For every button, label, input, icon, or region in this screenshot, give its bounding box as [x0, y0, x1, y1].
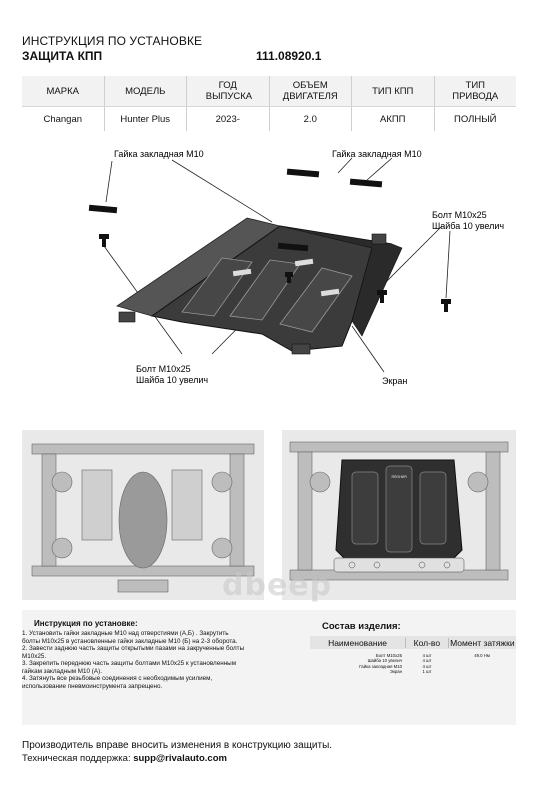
stamped-window	[279, 267, 353, 333]
composition-torque: 49.0 Нм	[474, 653, 490, 659]
instructions-title: Инструкция по установке:	[34, 619, 138, 628]
spec-cell: ПОЛНЫЙ	[454, 113, 497, 125]
spec-header-cell: ОБЪЕМ ДВИГАТЕЛЯ	[270, 76, 352, 106]
instruction-line: 3. Закрепить переднюю часть защиты болта…	[22, 660, 237, 667]
composition-name: Гайка закладная М10	[359, 663, 402, 669]
plate-slot	[294, 258, 314, 267]
composition-name: Болт М10х25	[375, 653, 402, 659]
bolt	[285, 272, 293, 283]
composition-header: Наименование Кол-во Момент затяжки	[310, 636, 516, 649]
plate-slot	[232, 268, 252, 277]
photo-before	[22, 430, 264, 600]
label-nut-left: Гайка закладная М10	[114, 149, 204, 159]
composition-name: Экран	[389, 669, 402, 675]
bolt	[99, 234, 109, 247]
spec-cell: Changan	[22, 107, 105, 131]
label-nut-right: Гайка закладная М10	[332, 149, 422, 159]
composition-qty: 4 шт	[422, 653, 432, 659]
bolt	[377, 290, 387, 303]
composition-name: Шайба 10 увелич	[367, 658, 402, 664]
mount-tab	[291, 343, 311, 355]
plate-logo: ЯПОНИЯ	[391, 475, 407, 479]
composition-row: Шайба 10 увелич 4 шт	[310, 658, 516, 663]
composition-row: Болт М10х25 4 шт 49.0 Нм	[310, 653, 516, 658]
label-bolt-right-1: Болт М10х25	[432, 210, 487, 220]
label-bolt-right-2: Шайба 10 увелич	[432, 221, 504, 231]
product-name: ЗАЩИТА КПП	[22, 49, 103, 63]
composition-header-cell: Момент затяжки	[447, 637, 516, 648]
spec-table: МАРКА МОДЕЛЬ ГОД ВЫПУСКА ОБЪЕМ ДВИГАТЕЛЯ…	[22, 76, 516, 131]
stamped-window	[419, 471, 447, 545]
nut-insert	[277, 242, 309, 252]
label-bolt-left-2: Шайба 10 увелич	[136, 375, 208, 385]
composition-row: Экран 1 шт	[310, 669, 516, 674]
part-number: 111.08920.1	[256, 49, 322, 63]
installation-photos: ЯПОНИЯ dbeep	[22, 430, 516, 603]
instruction-line: гайкам закладным М10 (А).	[22, 667, 102, 675]
stamped-window	[351, 471, 379, 545]
exploded-diagram: Гайка закладная М10 Гайка закладная М10 …	[88, 149, 504, 386]
composition-header-cell: Наименование	[328, 637, 387, 648]
instructions-list: 1. Установить гайки закладные М10 над от…	[22, 630, 292, 690]
footer-notice: Производитель вправе вносить изменения в…	[22, 740, 333, 751]
bolt	[441, 299, 451, 312]
spec-cell: Hunter Plus	[105, 107, 187, 131]
stamped-window	[385, 465, 413, 553]
composition-qty: 4 шт	[422, 658, 432, 664]
support-email[interactable]: supp@rivalauto.com	[133, 753, 227, 764]
footer-support: Техническая поддержка: supp@rivalauto.co…	[22, 753, 227, 764]
composition-row: Гайка закладная М10 4 шт	[310, 664, 516, 669]
instruction-line: М10х25.	[22, 652, 47, 660]
spec-header-cell: ГОД ВЫПУСКА	[187, 76, 270, 106]
plate-slot	[320, 288, 340, 297]
nut-insert	[88, 204, 118, 214]
watermark: dbeep	[222, 568, 333, 603]
label-screen: Экран	[382, 376, 407, 386]
label-bolt-left-1: Болт М10х25	[136, 364, 191, 374]
spec-table-header: МАРКА МОДЕЛЬ ГОД ВЫПУСКА ОБЪЕМ ДВИГАТЕЛЯ…	[22, 76, 516, 107]
instruction-line: использование пневмоинструмента запрещен…	[22, 682, 163, 690]
nut-insert	[286, 168, 320, 178]
support-label: Техническая поддержка:	[22, 753, 131, 764]
instruction-line: 2. Завести заднюю часть защиты открытыми…	[22, 645, 245, 652]
instructions-panel: Инструкция по установке: 1. Установить г…	[22, 610, 516, 725]
instruction-line: 4. Затянуть все резьбовые соединения с н…	[22, 675, 213, 682]
spec-cell: 2023-	[187, 107, 270, 131]
composition-qty: 1 шт	[422, 669, 432, 675]
spec-header-cell: ТИП ПРИВОДА	[452, 80, 499, 102]
nut-insert	[349, 178, 383, 188]
spec-cell: 2.0	[270, 107, 352, 131]
instruction-line: 1. Установить гайки закладные М10 над от…	[22, 630, 229, 637]
composition-header-cell: Кол-во	[405, 637, 448, 648]
mount-tab	[371, 233, 387, 245]
spec-cell: АКПП	[352, 107, 435, 131]
composition-title: Состав изделия:	[322, 621, 401, 632]
spec-header-cell: МАРКА	[22, 76, 105, 106]
spec-table-row: Changan Hunter Plus 2023- 2.0 АКПП ПОЛНЫ…	[22, 107, 516, 131]
composition-qty: 4 шт	[422, 663, 432, 669]
document-title: ИНСТРУКЦИЯ ПО УСТАНОВКЕ	[22, 34, 203, 48]
photo-after: ЯПОНИЯ	[282, 430, 516, 600]
spec-header-cell: ТИП КПП	[352, 76, 435, 106]
spec-header-cell: МОДЕЛЬ	[105, 76, 187, 106]
instruction-line: болты М10х25 в установленные гайки закла…	[22, 637, 238, 645]
mount-tab	[118, 311, 136, 323]
composition-table: Наименование Кол-во Момент затяжки Болт …	[310, 636, 516, 674]
